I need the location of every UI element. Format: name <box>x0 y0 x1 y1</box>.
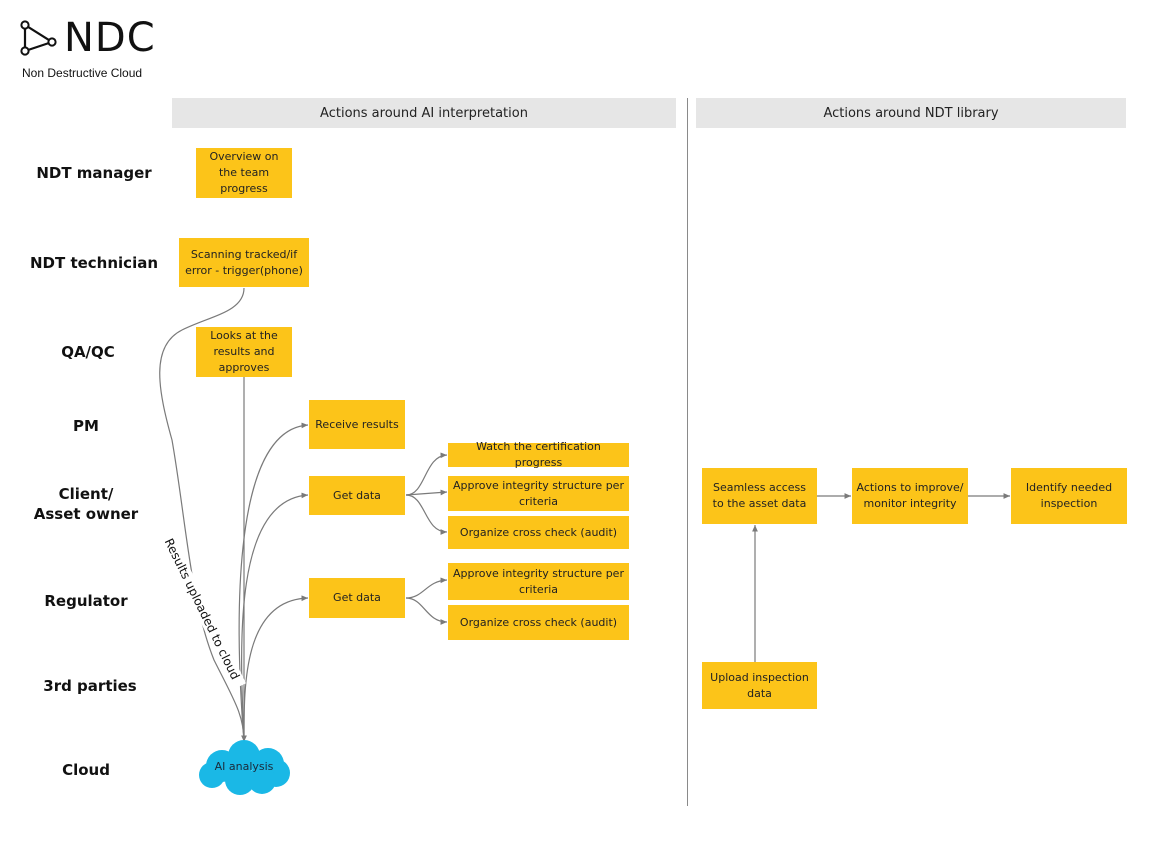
box-regulator-approve: Approve integrity structure per criteria <box>448 563 629 600</box>
edge-cloud-to-client-get <box>241 492 309 743</box>
edge-cloud-to-receive <box>238 422 309 743</box>
box-scanning: Scanning tracked/if error - trigger(phon… <box>179 238 309 287</box>
row-label-client-line1: Client/ <box>58 485 114 503</box>
box-client-approve: Approve integrity structure per criteria <box>448 476 629 511</box>
box-regulator-organize: Organize cross check (audit) <box>448 605 629 640</box>
box-receive-results: Receive results <box>309 400 405 449</box>
row-label-pm: PM <box>73 417 99 435</box>
box-regulator-get-data: Get data <box>309 578 405 618</box>
edge-reg-to-organize <box>405 597 448 625</box>
cloud-shape <box>199 740 290 795</box>
edge-client-to-organize <box>405 494 448 535</box>
logo-tagline: Non Destructive Cloud <box>22 66 143 80</box>
header-ai-interpretation: Actions around AI interpretation <box>172 98 676 128</box>
box-client-get-data: Get data <box>309 476 405 515</box>
row-label-client-line2: Asset owner <box>33 505 139 523</box>
box-upload-inspection: Upload inspection data <box>702 662 817 709</box>
box-seamless-access: Seamless access to the asset data <box>702 468 817 524</box>
box-identify-inspection: Identify needed inspection <box>1011 468 1127 524</box>
row-label-ndt-technician: NDT technician <box>29 254 159 272</box>
edge-reg-to-approve <box>405 577 448 599</box>
row-label-ndt-manager: NDT manager <box>36 164 152 182</box>
box-client-organize: Organize cross check (audit) <box>448 516 629 549</box>
box-overview: Overview on the team progress <box>196 148 292 198</box>
edge-technician-to-cloud <box>159 287 247 743</box>
header-ndt-library: Actions around NDT library <box>696 98 1126 128</box>
box-looks-approves: Looks at the results and approves <box>196 327 292 377</box>
triangle-nodes-icon <box>20 20 57 56</box>
edge-client-to-watch <box>405 452 448 496</box>
cloud-ai-analysis: AI analysis <box>214 760 274 773</box>
row-label-3rd-parties: 3rd parties <box>43 677 137 695</box>
edge-cloud-to-reg-get <box>243 595 309 743</box>
logo-title: NDC <box>64 15 156 61</box>
row-label-regulator: Regulator <box>44 592 128 610</box>
row-label-cloud: Cloud <box>62 761 110 779</box>
box-improve-monitor: Actions to improve/ monitor integrity <box>852 468 968 524</box>
row-label-qaqc: QA/QC <box>61 343 115 361</box>
box-watch-certification: Watch the certification progress <box>448 440 629 469</box>
edge-client-to-approve <box>405 489 448 496</box>
column-divider <box>687 98 688 806</box>
row-label-client: Client/ Asset owner <box>12 484 160 524</box>
